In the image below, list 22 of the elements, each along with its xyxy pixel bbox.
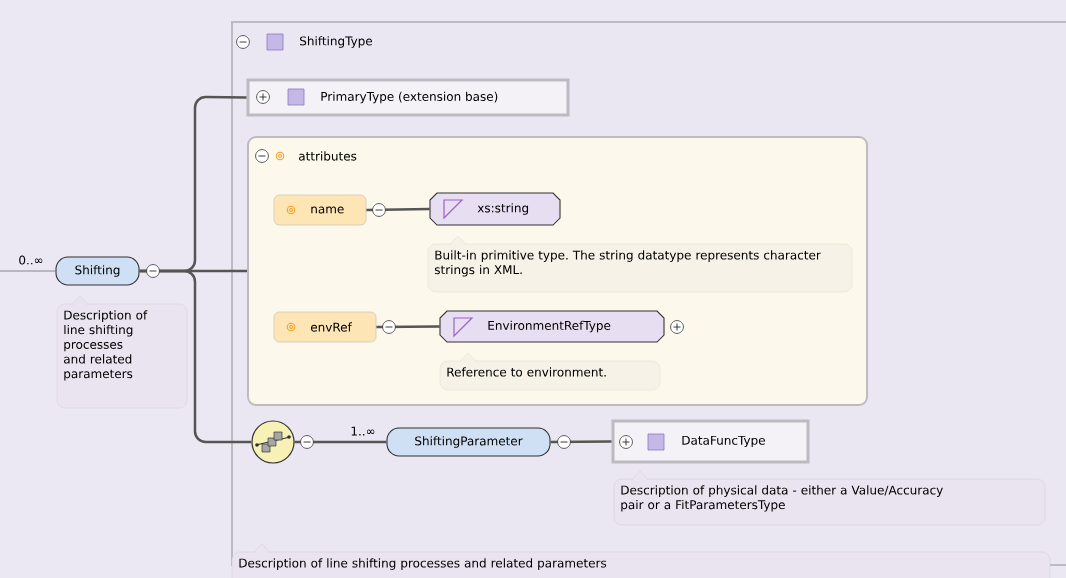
attribute-box: name — [273, 194, 367, 226]
element-box: ShiftingParameter — [386, 427, 551, 457]
cardinality-label: 0..∞ — [19, 255, 43, 265]
connector-line — [366, 207, 430, 212]
type-box: DataFuncType — [611, 419, 810, 464]
annotation-bubble: Reference to environment. — [439, 352, 661, 391]
annotation-bubble: Description of physical data - either a Value/Accuracy pair or a FitParametersType — [613, 470, 1046, 526]
element-box: Shifting — [55, 256, 140, 286]
node-label: ShiftingType — [300, 36, 373, 48]
annotation-bubble: Description of line shifting processes and related parameters — [231, 543, 1051, 578]
connector-line — [376, 325, 440, 329]
annotation-bubble: Built-in primitive type. The string datatype represents character strings in XML. — [427, 235, 853, 293]
connector-line — [0, 270, 56, 272]
simple-type-box: xs:string — [429, 192, 561, 226]
cardinality-label: 1..∞ — [351, 426, 375, 436]
attribute-box: envRef — [273, 311, 377, 343]
annotation-bubble: Description of line shifting processes and related parameters — [56, 295, 188, 409]
connector-line — [139, 269, 252, 444]
connector-line — [294, 440, 387, 444]
sequence-compositor — [251, 420, 295, 464]
simple-type-box: EnvironmentRefType — [439, 310, 665, 343]
type-box: PrimaryType (extension base) — [246, 78, 570, 117]
